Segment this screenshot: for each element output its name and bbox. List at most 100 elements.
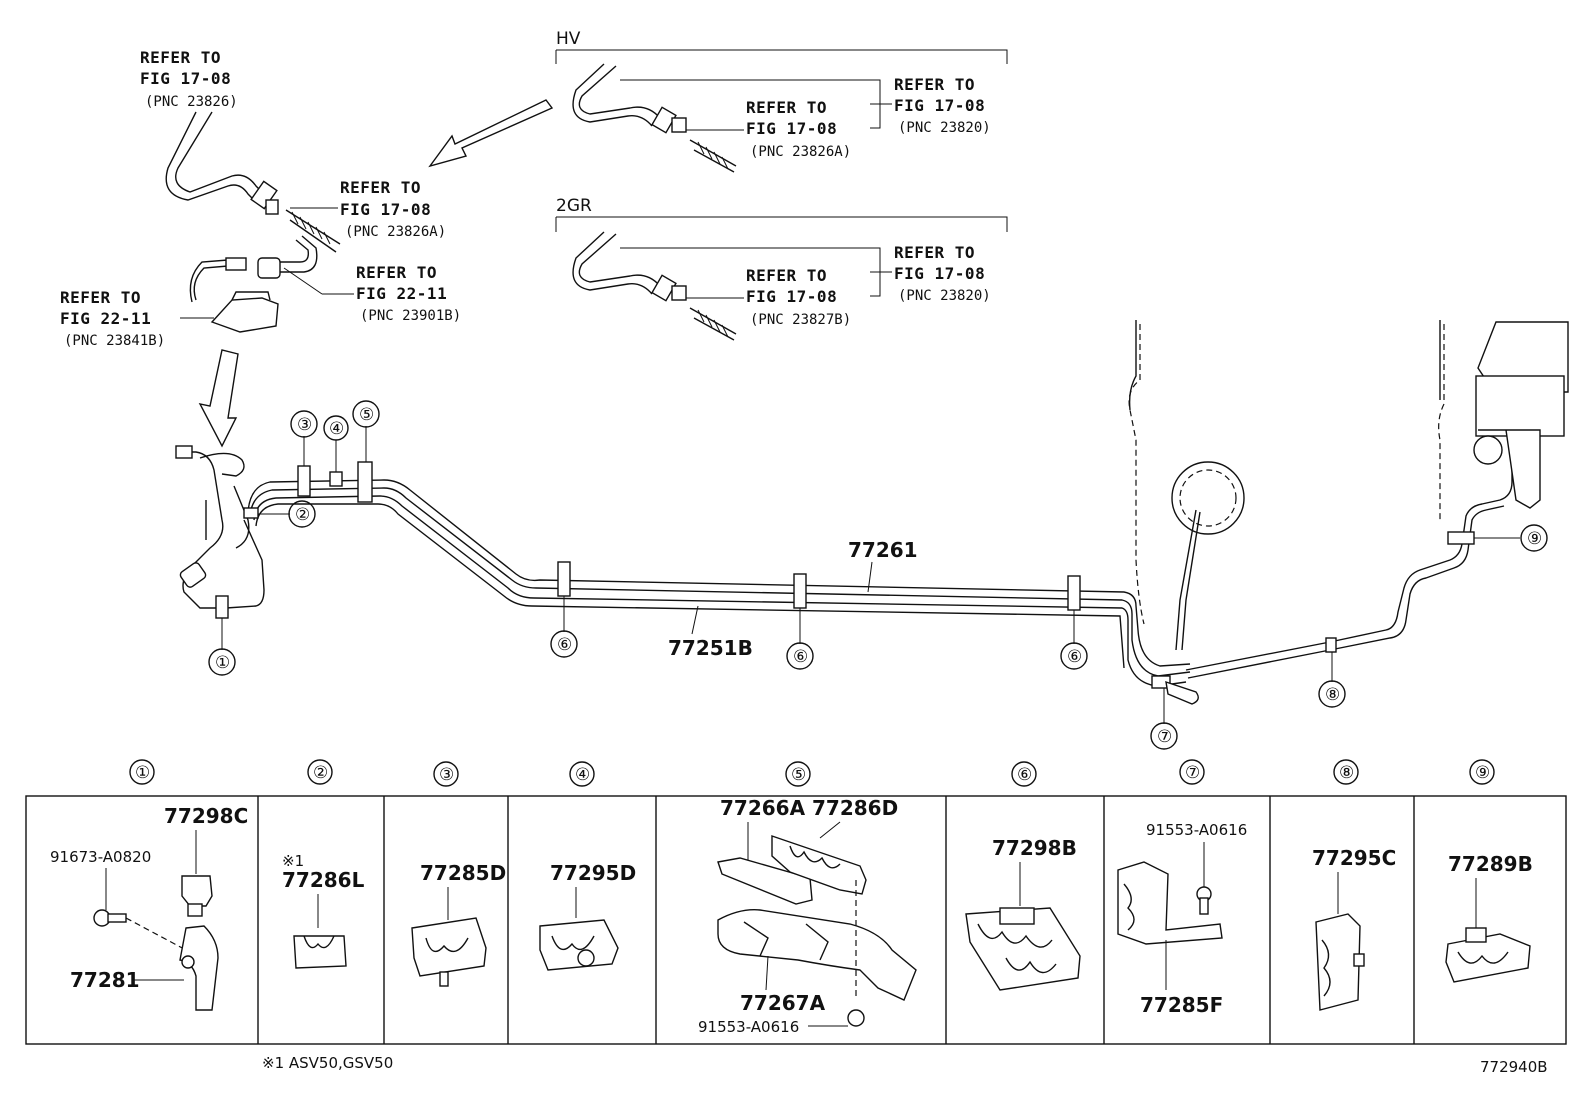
svg-text:77286L: 77286L bbox=[282, 868, 365, 892]
svg-text:HV: HV bbox=[556, 29, 581, 49]
svg-text:FIG 17-08: FIG 17-08 bbox=[340, 200, 431, 219]
svg-text:REFER TO: REFER TO bbox=[60, 288, 141, 307]
svg-text:2GR: 2GR bbox=[556, 196, 592, 216]
hv-group: HV bbox=[555, 29, 1008, 173]
svg-text:⑤: ⑤ bbox=[359, 405, 374, 425]
svg-text:⑨: ⑨ bbox=[1527, 529, 1542, 549]
route-callout-3[interactable] bbox=[290, 410, 318, 438]
svg-text:(PNC 23827B): (PNC 23827B) bbox=[750, 312, 851, 328]
svg-text:77286D: 77286D bbox=[812, 796, 898, 820]
svg-text:REFER TO: REFER TO bbox=[340, 178, 421, 197]
panel-3[interactable]: 77285D bbox=[411, 861, 506, 987]
panel-headers: ① ② ③ ④ ⑤ ⑥ ⑦ ⑧ ⑨ bbox=[129, 759, 1495, 787]
panel-8[interactable]: 77295C bbox=[1312, 846, 1396, 1011]
svg-text:77266A: 77266A bbox=[720, 796, 806, 820]
svg-text:77285F: 77285F bbox=[1140, 993, 1223, 1017]
svg-text:⑨: ⑨ bbox=[1475, 763, 1490, 783]
svg-text:REFER TO: REFER TO bbox=[356, 263, 437, 282]
panel-1[interactable]: 77298C 91673-A0820 77281 bbox=[50, 804, 248, 1011]
arrow-down-icon bbox=[198, 349, 239, 448]
svg-text:FIG 17-08: FIG 17-08 bbox=[746, 287, 837, 306]
arrow-left-icon bbox=[428, 99, 554, 168]
svg-text:(PNC 23826): (PNC 23826) bbox=[145, 94, 238, 110]
svg-text:FIG 22-11: FIG 22-11 bbox=[356, 284, 447, 303]
panel-2[interactable]: ※1 77286L bbox=[282, 852, 365, 969]
svg-text:※1: ※1 bbox=[282, 852, 304, 870]
gr-ref-a[interactable]: REFER TO FIG 17-08 (PNC 23820) bbox=[894, 243, 991, 304]
svg-text:④: ④ bbox=[575, 765, 590, 785]
ref-pipe-left[interactable]: REFER TO FIG 22-11 (PNC 23901B) bbox=[356, 263, 461, 324]
main-pipe-routing bbox=[175, 320, 1569, 705]
svg-text:⑥: ⑥ bbox=[1067, 647, 1082, 667]
svg-text:(PNC 23841B): (PNC 23841B) bbox=[64, 333, 165, 349]
svg-text:77295D: 77295D bbox=[550, 861, 636, 885]
route-callout-6a[interactable] bbox=[550, 630, 578, 658]
svg-text:REFER TO: REFER TO bbox=[746, 98, 827, 117]
svg-text:①: ① bbox=[215, 653, 230, 673]
svg-text:⑦: ⑦ bbox=[1157, 727, 1172, 747]
panel-6[interactable]: 77298B bbox=[965, 836, 1081, 991]
footnote: ※1 ASV50,GSV50 bbox=[262, 1054, 393, 1072]
route-callout-2[interactable] bbox=[288, 500, 316, 528]
ref-far-left[interactable]: REFER TO FIG 22-11 (PNC 23841B) bbox=[60, 288, 165, 349]
route-callout-9[interactable] bbox=[1520, 524, 1548, 552]
svg-text:②: ② bbox=[295, 505, 310, 525]
route-callout-6c[interactable] bbox=[1060, 642, 1088, 670]
svg-text:(PNC 23826A): (PNC 23826A) bbox=[345, 224, 446, 240]
svg-text:REFER TO: REFER TO bbox=[894, 75, 975, 94]
svg-text:REFER TO: REFER TO bbox=[746, 266, 827, 285]
svg-text:91673-A0820: 91673-A0820 bbox=[50, 848, 151, 866]
route-callouts: ① ② ③ ④ ⑤ ⑥ ⑥ ⑥ ⑦ ⑧ ⑨ bbox=[208, 400, 1548, 750]
panel-9[interactable]: 77289B bbox=[1445, 852, 1533, 983]
filler-hose-illustration bbox=[165, 111, 341, 253]
svg-text:FIG 17-08: FIG 17-08 bbox=[140, 69, 231, 88]
route-callout-6b[interactable] bbox=[786, 642, 814, 670]
ref-top-left[interactable]: REFER TO FIG 17-08 (PNC 23826) bbox=[140, 48, 238, 110]
route-callout-7[interactable] bbox=[1150, 722, 1178, 750]
svg-text:91553-A0616: 91553-A0616 bbox=[1146, 821, 1247, 839]
panel-4[interactable]: 77295D bbox=[539, 861, 636, 971]
route-callout-8[interactable] bbox=[1318, 680, 1346, 708]
svg-text:⑧: ⑧ bbox=[1339, 763, 1354, 783]
svg-text:REFER TO: REFER TO bbox=[140, 48, 221, 67]
panel-7[interactable]: 91553-A0616 77285F bbox=[1117, 821, 1247, 1017]
svg-text:REFER TO: REFER TO bbox=[894, 243, 975, 262]
hv-ref-b[interactable]: REFER TO FIG 17-08 (PNC 23826A) bbox=[746, 98, 851, 160]
route-callout-1[interactable] bbox=[208, 648, 236, 676]
svg-text:⑥: ⑥ bbox=[793, 647, 808, 667]
svg-text:FIG 17-08: FIG 17-08 bbox=[894, 96, 985, 115]
svg-text:77289B: 77289B bbox=[1448, 852, 1533, 876]
gr-group: 2GR bbox=[555, 196, 1008, 341]
svg-text:77285D: 77285D bbox=[420, 861, 506, 885]
route-callout-5[interactable] bbox=[352, 400, 380, 428]
svg-text:FIG 22-11: FIG 22-11 bbox=[60, 309, 151, 328]
svg-text:(PNC 23820): (PNC 23820) bbox=[898, 120, 991, 136]
part-label-lower-pipe[interactable]: 77251B bbox=[668, 636, 753, 660]
svg-text:④: ④ bbox=[329, 419, 344, 439]
svg-text:FIG 17-08: FIG 17-08 bbox=[894, 264, 985, 283]
svg-text:①: ① bbox=[135, 763, 150, 783]
svg-text:77298C: 77298C bbox=[164, 804, 248, 828]
svg-text:77298B: 77298B bbox=[992, 836, 1077, 860]
svg-text:⑦: ⑦ bbox=[1185, 763, 1200, 783]
part-label-upper-pipe[interactable]: 77261 bbox=[848, 538, 918, 562]
hv-ref-a[interactable]: REFER TO FIG 17-08 (PNC 23820) bbox=[894, 75, 991, 136]
svg-text:77267A: 77267A bbox=[740, 991, 826, 1015]
ref-mid-left[interactable]: REFER TO FIG 17-08 (PNC 23826A) bbox=[340, 178, 446, 240]
svg-text:(PNC 23820): (PNC 23820) bbox=[898, 288, 991, 304]
pipe-connector-illustration bbox=[189, 235, 318, 333]
svg-text:91553-A0616: 91553-A0616 bbox=[698, 1018, 799, 1036]
svg-text:77295C: 77295C bbox=[1312, 846, 1396, 870]
gr-ref-b[interactable]: REFER TO FIG 17-08 (PNC 23827B) bbox=[746, 266, 851, 328]
route-callout-4[interactable] bbox=[323, 415, 349, 441]
figure-id: 772940B bbox=[1480, 1058, 1548, 1076]
panel-5[interactable]: 77266A 77286D 77267A 91553-A0616 bbox=[698, 796, 917, 1036]
detail-table bbox=[25, 795, 1567, 1045]
svg-text:⑥: ⑥ bbox=[557, 635, 572, 655]
svg-text:②: ② bbox=[313, 763, 328, 783]
svg-text:77281: 77281 bbox=[70, 968, 140, 992]
svg-text:③: ③ bbox=[297, 415, 312, 435]
svg-text:⑧: ⑧ bbox=[1325, 685, 1340, 705]
